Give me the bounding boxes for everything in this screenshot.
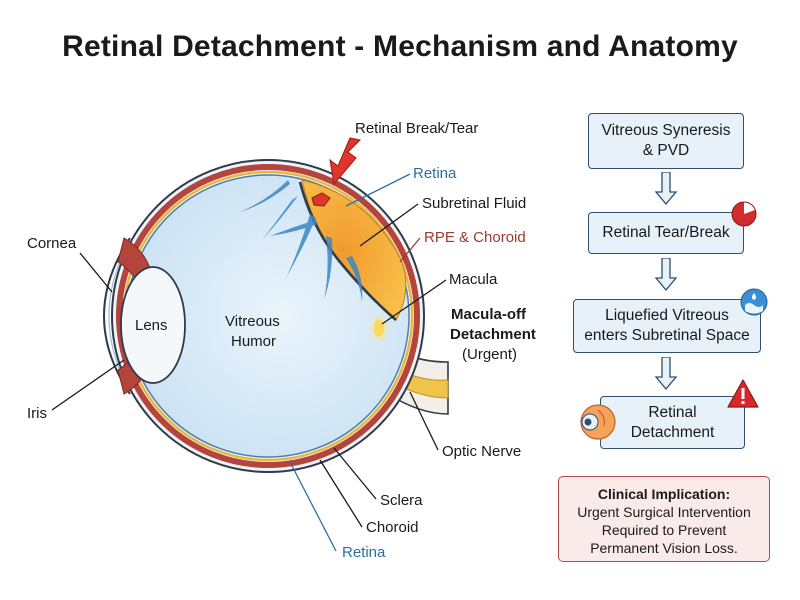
label-macula-off-1: Macula-off	[451, 306, 527, 323]
eye-icon	[580, 404, 616, 440]
tear-wedge-icon	[731, 201, 757, 227]
flow-step-1: Vitreous Syneresis & PVD	[588, 113, 744, 169]
label-vitreous-1: Vitreous	[225, 313, 280, 330]
label-vitreous-2: Humor	[231, 333, 276, 350]
warning-triangle-icon	[727, 379, 759, 408]
detached-retina	[298, 181, 397, 321]
flow-arrow-1	[654, 172, 678, 206]
retinal-break	[311, 192, 331, 207]
leader-lines	[51, 173, 447, 552]
flow-arrow-3	[654, 357, 678, 391]
label-rpe-choroid: RPE & Choroid	[424, 229, 526, 246]
flow-step-3: Liquefied Vitreous enters Subretinal Spa…	[573, 299, 761, 353]
label-macula-off-3: (Urgent)	[462, 346, 517, 363]
clinical-implication-box: Clinical Implication: Urgent Surgical In…	[558, 476, 770, 562]
implication-body: Urgent Surgical Intervention Required to…	[577, 504, 751, 556]
water-drop-icon	[740, 288, 768, 316]
label-retinal-break: Retinal Break/Tear	[355, 120, 478, 137]
flow-arrow-2	[654, 258, 678, 292]
flow-step-2: Retinal Tear/Break	[588, 212, 744, 254]
label-retina-top: Retina	[413, 165, 457, 182]
implication-heading: Clinical Implication:	[597, 486, 731, 502]
choroid-layer	[116, 164, 420, 468]
label-iris: Iris	[27, 405, 47, 422]
retinal-detachment-region	[240, 179, 407, 321]
label-optic-nerve: Optic Nerve	[442, 443, 521, 460]
label-macula: Macula	[449, 271, 498, 288]
lens	[120, 266, 186, 384]
label-lens: Lens	[135, 317, 168, 334]
label-sclera: Sclera	[380, 492, 423, 509]
break-arrow-icon	[329, 137, 362, 186]
label-cornea: Cornea	[27, 235, 77, 252]
label-choroid: Choroid	[366, 519, 419, 536]
diagram-title: Retinal Detachment - Mechanism and Anato…	[62, 30, 738, 63]
label-macula-off-2: Detachment	[450, 326, 536, 343]
label-subretinal-fluid: Subretinal Fluid	[422, 195, 526, 212]
label-retina-bottom: Retina	[342, 544, 386, 561]
flow-step-4: Retinal Detachment	[600, 396, 745, 449]
